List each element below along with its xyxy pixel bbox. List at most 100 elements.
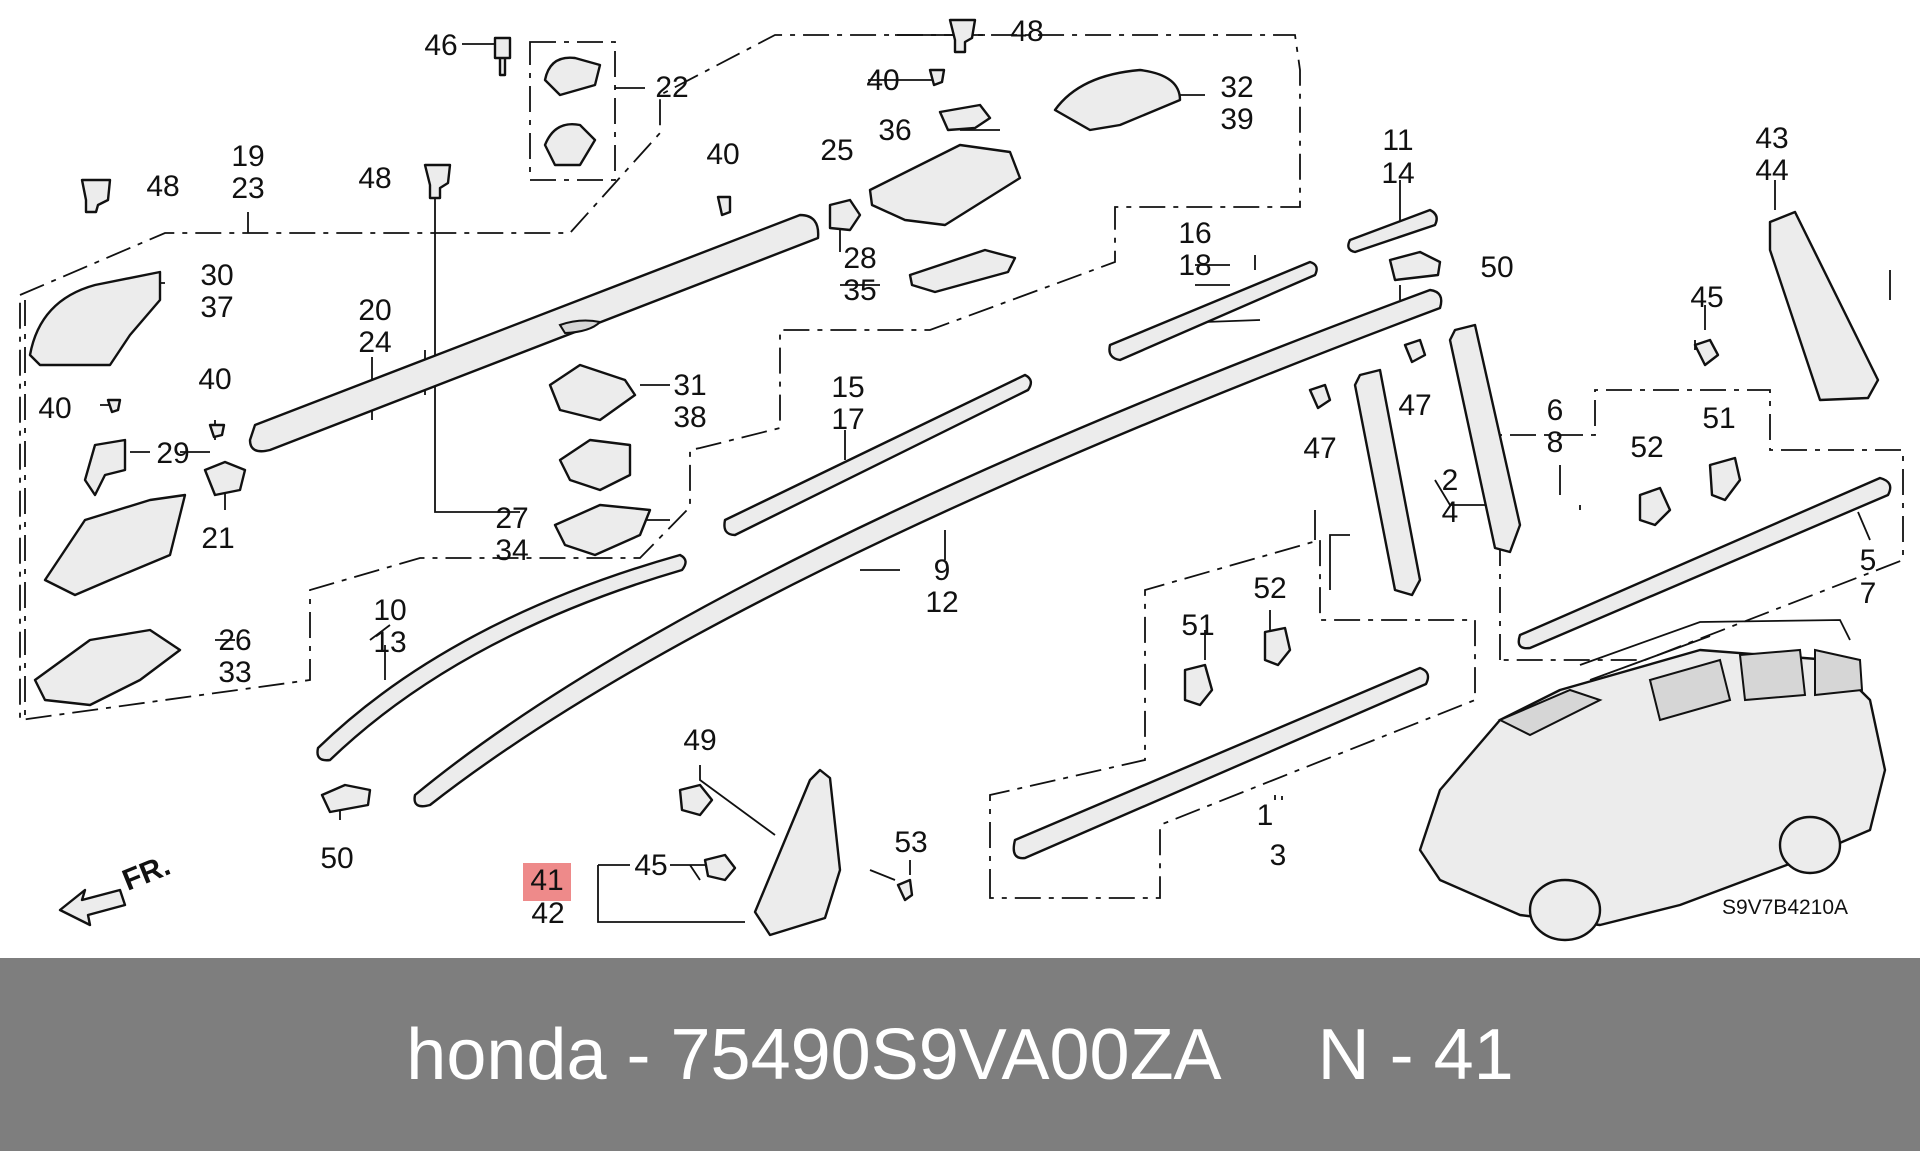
- strip-5-part: [1517, 476, 1892, 650]
- screw-40-a-part: [106, 398, 122, 414]
- mount-plate-28-part: [908, 248, 1017, 294]
- callout-label: 6: [1547, 394, 1564, 427]
- callout-label: 23: [231, 172, 264, 205]
- parts: [28, 18, 1892, 942]
- callout-label: 40: [198, 363, 231, 396]
- callout-label: 39: [1220, 103, 1253, 136]
- clip-50-left-part: [320, 783, 372, 814]
- mount-27-part: [558, 438, 632, 492]
- callout-label: 29: [156, 437, 189, 470]
- clip-51-right-part: [1708, 456, 1742, 502]
- front-base-plate-part: [33, 628, 182, 707]
- callout-label: 3: [1270, 839, 1287, 872]
- callout-label: 42: [531, 897, 564, 930]
- callout-label: 21: [201, 522, 234, 555]
- clip-25-part: [828, 198, 862, 232]
- strip-1-part: [1012, 666, 1430, 860]
- footer-bar: honda - 75490S9VA00ZA N - 41: [0, 958, 1920, 1151]
- cap-48-left-part: [80, 178, 112, 214]
- callout-label: 22: [655, 71, 688, 104]
- callout-label: 20: [358, 294, 391, 327]
- callout-label: 30: [200, 259, 233, 292]
- clip-45-lower-part: [703, 853, 737, 882]
- callout-label: 48: [358, 162, 391, 195]
- callout-label-highlighted: 41: [530, 864, 563, 897]
- callout-label: 27: [495, 502, 528, 535]
- front-direction-arrow-icon: [58, 888, 127, 927]
- mount-base-27-part: [553, 503, 652, 557]
- callout-label: 17: [831, 403, 864, 436]
- clip-51-lower-part: [1183, 663, 1214, 707]
- pillar-2-part: [1353, 368, 1422, 597]
- callout-label: 40: [866, 64, 899, 97]
- callout-label: 18: [1178, 249, 1211, 282]
- part-number-caption: honda - 75490S9VA00ZA N - 41: [406, 1014, 1514, 1095]
- callout-label: 45: [1690, 281, 1723, 314]
- cover-22-part: [543, 56, 602, 97]
- callout-label: 50: [1480, 251, 1513, 284]
- callout-label: 26: [218, 624, 251, 657]
- diagram-code: S9V7B4210A: [1722, 896, 1848, 919]
- front-end-cap-part: [28, 270, 162, 367]
- screw-40-b-part: [208, 423, 226, 439]
- callout-label: 11: [1382, 124, 1413, 157]
- callout-labels: 1 3 2 4 5 7 6 8 9 12 10 13 11 14 15 17 1…: [38, 15, 1876, 930]
- callout-label: 52: [1630, 431, 1663, 464]
- callout-label: 33: [218, 656, 251, 689]
- callout-label: 52: [1253, 572, 1286, 605]
- callout-label: 51: [1702, 402, 1735, 435]
- callout-label: 46: [424, 29, 457, 62]
- strip-15-part: [723, 373, 1033, 537]
- front-base-part: [43, 493, 187, 597]
- callout-label: 12: [925, 586, 958, 619]
- callout-label: 51: [1181, 609, 1214, 642]
- callout-label: 48: [1010, 15, 1043, 48]
- callout-label: 15: [831, 371, 864, 404]
- callout-label: 47: [1398, 389, 1431, 422]
- clip-47-b-part: [1403, 338, 1427, 364]
- callout-label: 48: [146, 170, 179, 203]
- clip-49-part: [678, 783, 714, 817]
- center-mount-part: [868, 143, 1022, 227]
- screw-46-part: [493, 36, 512, 77]
- spacer-31-part: [548, 363, 637, 422]
- callout-label: 40: [706, 138, 739, 171]
- clip-50-right-part: [1388, 250, 1442, 282]
- callout-label: 49: [683, 724, 716, 757]
- callout-label: 31: [673, 369, 706, 402]
- pillar-6-part: [1448, 323, 1522, 554]
- callout-label: 2: [1442, 464, 1459, 497]
- bracket-36-part: [938, 103, 992, 132]
- callout-label: 36: [878, 114, 911, 147]
- highlight-box: [523, 863, 571, 901]
- callout-label: 35: [843, 274, 876, 307]
- callout-label: 40: [38, 392, 71, 425]
- strip-11-part: [1347, 208, 1438, 254]
- callout-label: 9: [934, 554, 951, 587]
- callout-label: 14: [1381, 157, 1414, 190]
- callout-label: 50: [320, 842, 353, 875]
- clip-52-right-part: [1638, 486, 1672, 527]
- screw-40-c-part: [716, 195, 732, 217]
- clip-52-lower-part: [1263, 626, 1292, 667]
- screw-53-part: [896, 878, 914, 902]
- callout-label: 1: [1257, 799, 1274, 832]
- front-rail-part: [248, 213, 820, 453]
- callout-label: 24: [358, 326, 391, 359]
- corner-cover-41-part: [753, 768, 842, 937]
- callout-label: 19: [231, 140, 264, 173]
- callout-label: 13: [373, 626, 406, 659]
- cap-22-part: [543, 123, 597, 167]
- cap-48-center-part: [423, 163, 452, 200]
- callout-label: 44: [1755, 154, 1788, 187]
- callout-label: 8: [1547, 426, 1564, 459]
- rear-end-cap-part: [1053, 68, 1182, 132]
- callout-label: 4: [1442, 496, 1459, 529]
- callout-label: 10: [373, 594, 406, 627]
- callout-label: 32: [1220, 71, 1253, 104]
- clip-part: [203, 460, 247, 497]
- group-frames: [19, 34, 1904, 899]
- strip-10-part: [316, 553, 687, 762]
- callout-label: 5: [1860, 544, 1877, 577]
- screw-40-d-part: [928, 68, 946, 87]
